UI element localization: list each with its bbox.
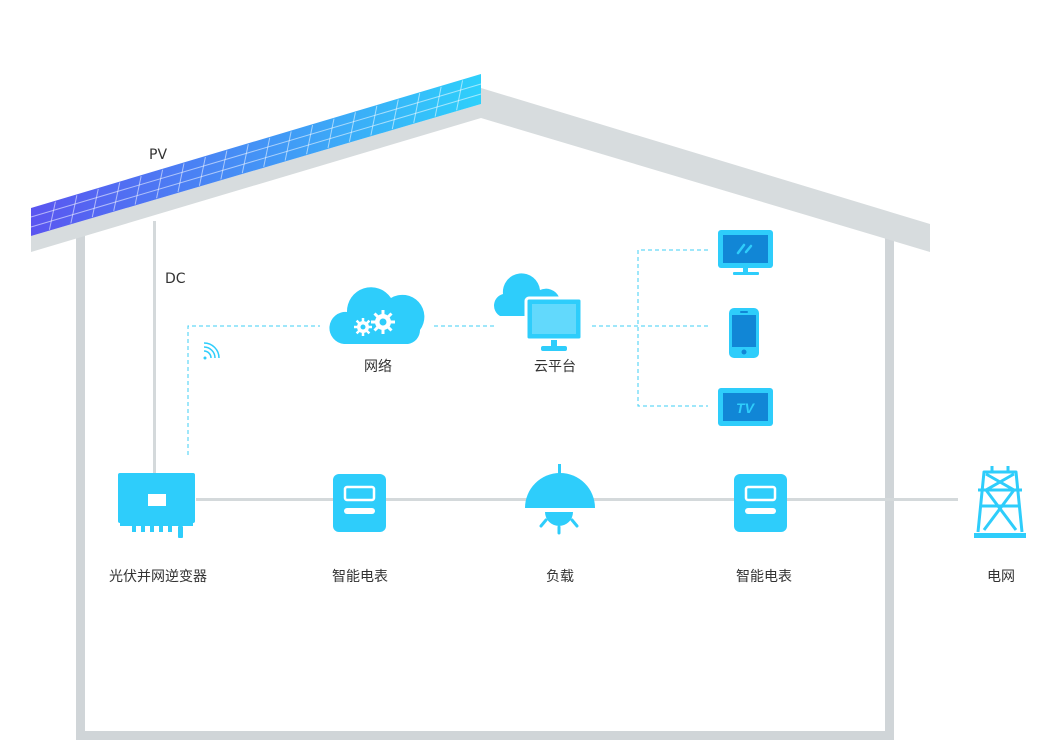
roof-left — [31, 104, 481, 252]
lamp-icon — [525, 464, 595, 535]
panel-cell-divider — [70, 195, 78, 224]
phone-icon — [729, 308, 759, 358]
roof-right — [481, 88, 930, 252]
wifi-icon — [203, 342, 220, 360]
panel-cell-divider — [48, 201, 56, 230]
dc-label: DC — [165, 271, 186, 287]
load-label: 负载 — [546, 569, 574, 585]
panel-cell-divider — [434, 86, 442, 117]
cloud-platform-label: 云平台 — [534, 359, 576, 375]
panel-cell-divider — [220, 150, 228, 180]
panel-cell-divider — [134, 175, 142, 205]
panel-cell-divider — [198, 156, 206, 186]
panel-cell-divider — [113, 182, 121, 211]
gear-icon — [354, 310, 395, 336]
monitor-icon — [718, 230, 773, 275]
smart-meter-label-1: 智能电表 — [332, 569, 388, 585]
communication-lines — [187, 249, 708, 455]
inverter-label: 光伏并网逆变器 — [109, 569, 207, 585]
smart-meter-icon-1 — [333, 474, 386, 532]
panel-cell-divider — [156, 169, 164, 199]
panel-cell-divider — [327, 118, 335, 149]
tv-text: TV — [736, 400, 756, 416]
panel-cell-divider — [456, 80, 464, 111]
panel-cell-divider — [241, 144, 249, 174]
dc-line — [153, 221, 156, 473]
panel-cell-divider — [306, 124, 314, 155]
panel-cell-divider — [370, 105, 378, 136]
panel-cell-divider — [413, 93, 421, 123]
panel-cell-divider — [348, 112, 356, 142]
grid-label: 电网 — [987, 569, 1015, 585]
power-tower-icon — [974, 466, 1026, 538]
tv-icon: TV — [718, 388, 773, 426]
house-outline — [31, 88, 930, 740]
panel-cell-divider — [91, 188, 99, 218]
smart-meter-icon-2 — [734, 474, 787, 532]
pv-label: PV — [149, 147, 168, 163]
panel-cell-divider — [284, 131, 292, 161]
solar-panel — [30, 74, 482, 236]
smart-meter-label-2: 智能电表 — [736, 569, 792, 585]
cloud-platform-icon — [494, 273, 584, 351]
network-cloud-icon — [329, 287, 425, 344]
panel-cell-divider — [391, 99, 399, 130]
network-label: 网络 — [364, 359, 392, 375]
panel-cell-divider — [177, 163, 185, 193]
inverter-icon — [118, 473, 195, 538]
panel-cell-divider — [263, 137, 271, 167]
